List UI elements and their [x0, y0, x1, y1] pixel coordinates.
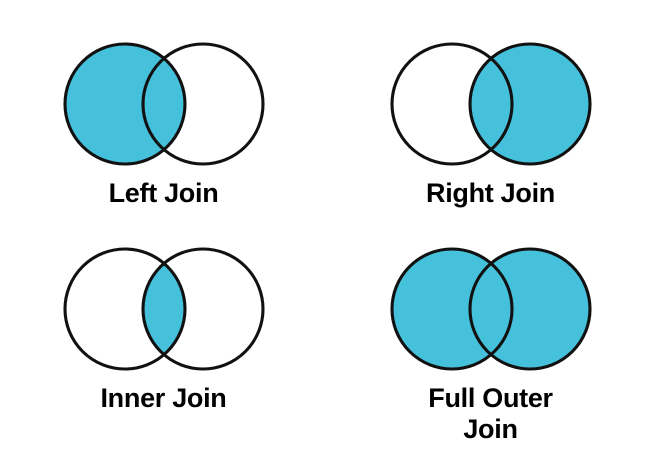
venn-label-left-join: Left Join [108, 178, 219, 208]
venn-figure-full-outer-join [389, 247, 592, 371]
circle-outline-right [467, 42, 592, 166]
circle-outline-right [140, 247, 265, 371]
region-intersection-fill [142, 44, 185, 164]
circle-outline-left [389, 42, 514, 166]
circle-outline-left [389, 247, 514, 371]
venn-figure-inner-join [62, 247, 265, 371]
venn-panel-inner-join: Inner Join [0, 237, 327, 474]
venn-panel-left-join: Left Join [0, 0, 327, 237]
region-right-only-fill [469, 249, 590, 369]
venn-label-inner-join: Inner Join [100, 383, 227, 413]
circle-outline-left [62, 247, 187, 371]
venn-panel-full-outer-join: Full Outer Join [327, 237, 654, 474]
circle-outline-right [467, 247, 592, 371]
venn-figure-right-join [389, 42, 592, 166]
venn-label-full-outer-join: Full Outer Join [428, 383, 553, 444]
venn-label-right-join: Right Join [426, 178, 555, 208]
region-intersection-fill [469, 44, 512, 164]
circle-outline-left [62, 42, 187, 166]
region-intersection-fill [142, 249, 185, 369]
circle-outline-right [140, 42, 265, 166]
venn-figure-left-join [62, 42, 265, 166]
venn-panel-right-join: Right Join [327, 0, 654, 237]
